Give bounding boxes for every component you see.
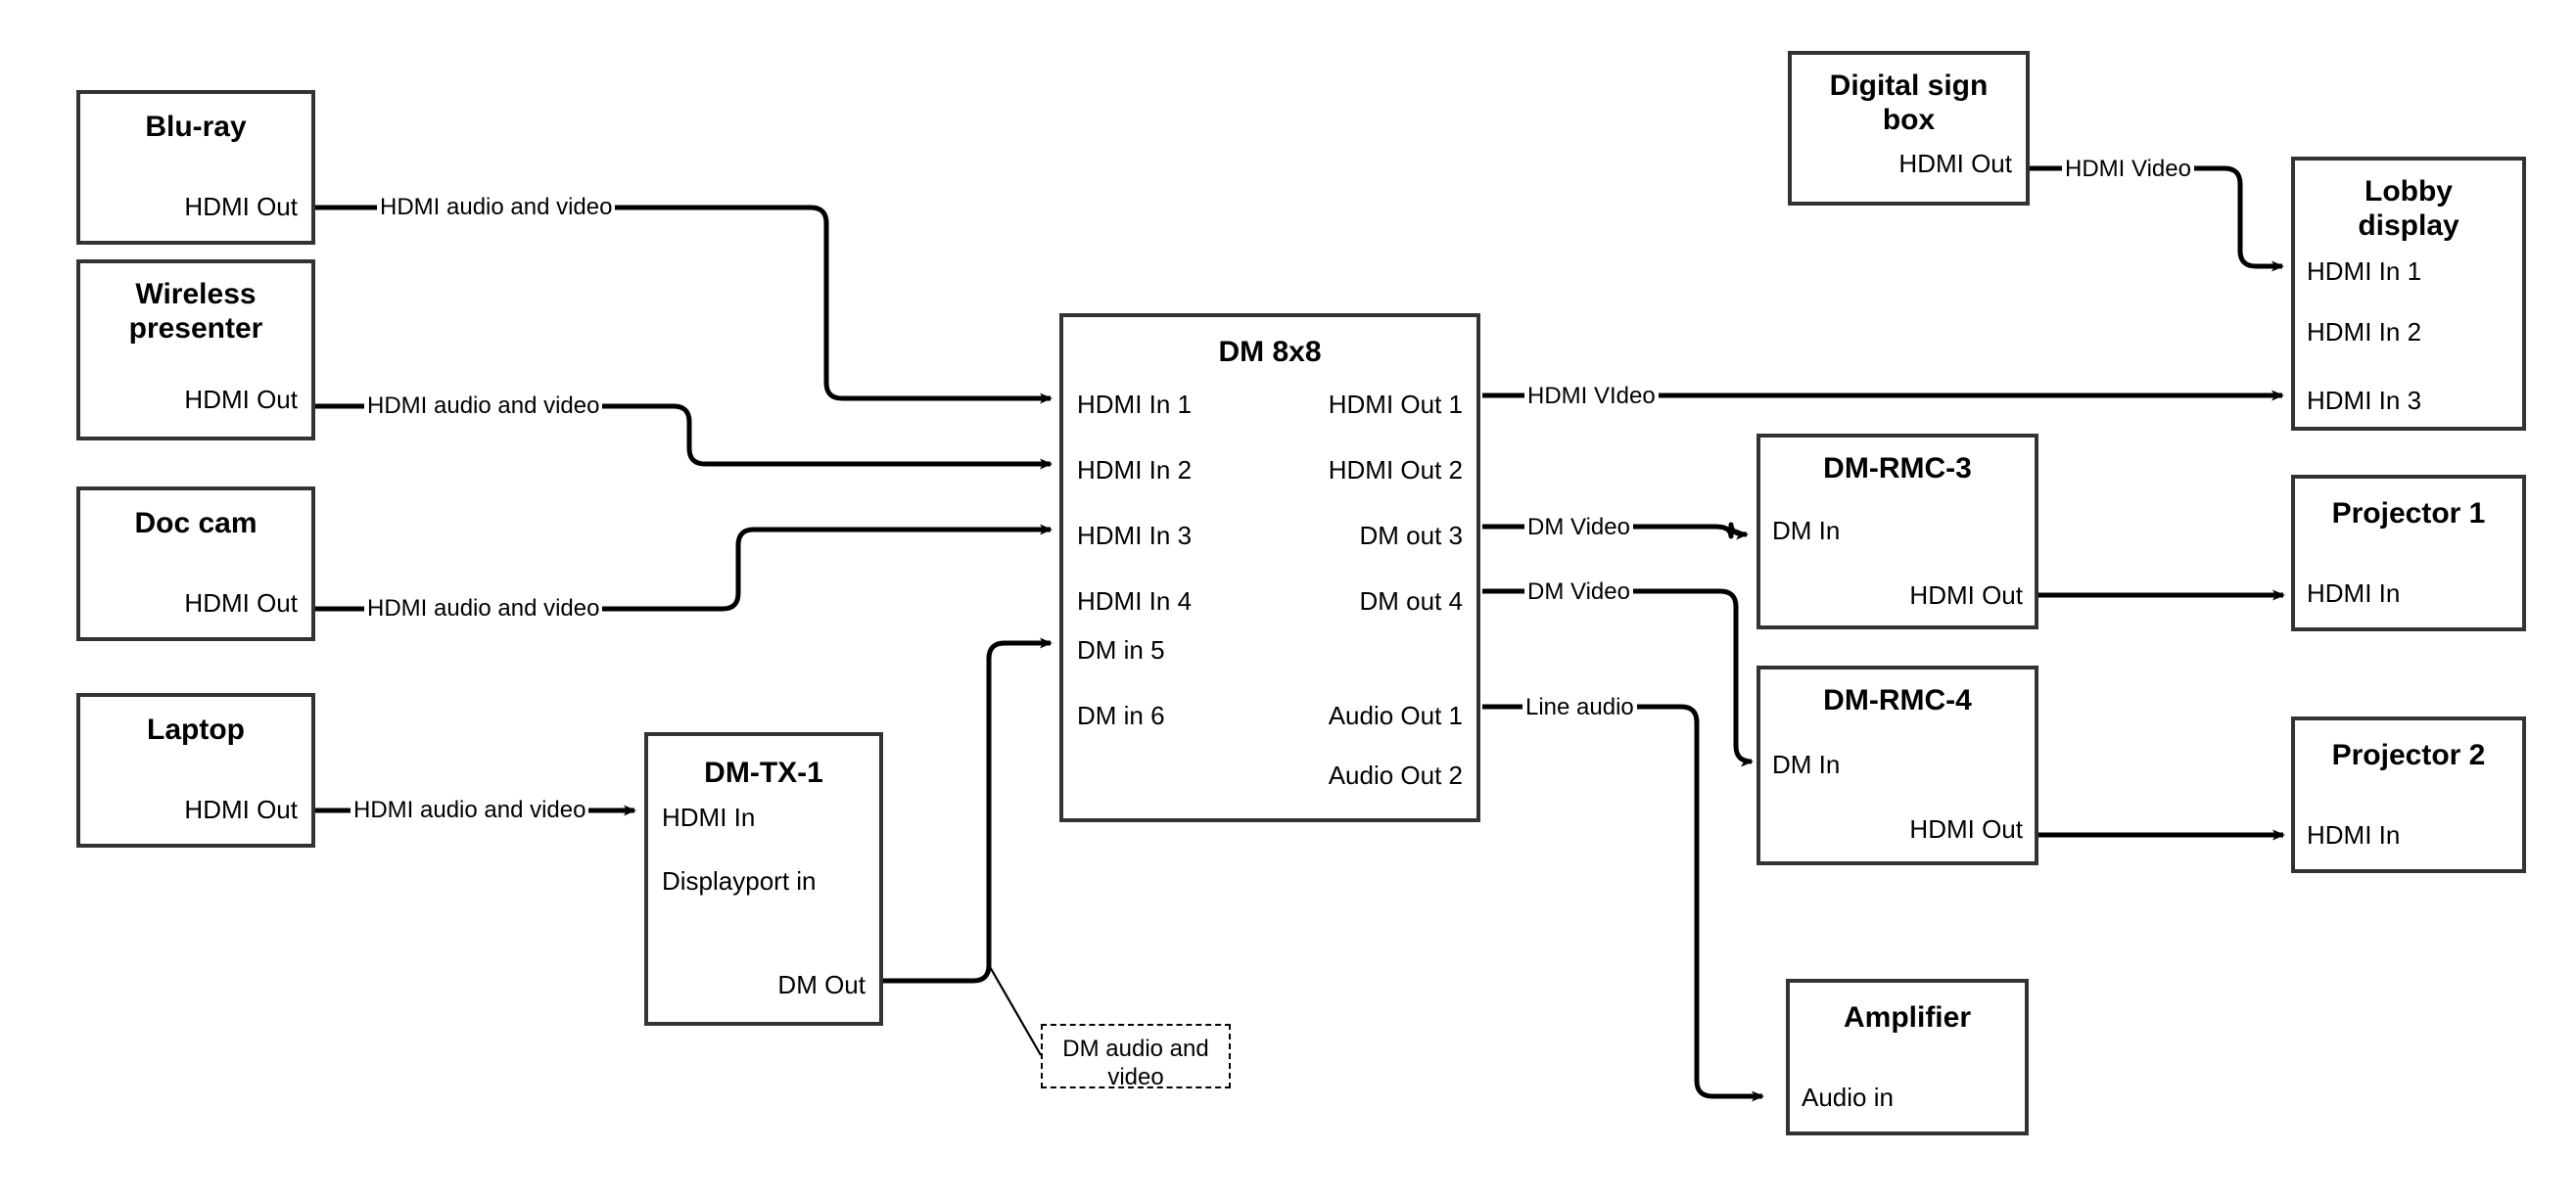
node-wireless-presenter[interactable]: Wireless presenter HDMI Out bbox=[76, 259, 315, 440]
leader-line-dm-note bbox=[988, 964, 1042, 1056]
port-dm-8x8-audio-out-1[interactable]: Audio Out 1 bbox=[1328, 701, 1463, 730]
node-projector-1[interactable]: Projector 1 HDMI In bbox=[2291, 475, 2526, 631]
wire-label-doc-cam: HDMI audio and video bbox=[364, 597, 603, 621]
port-dm-8x8-hdmi-in-2[interactable]: HDMI In 2 bbox=[1077, 455, 1193, 485]
port-lobby-display-hdmi-in-2[interactable]: HDMI In 2 bbox=[2307, 317, 2422, 346]
wire-label-blu-ray: HDMI audio and video bbox=[377, 196, 616, 219]
node-title-blu-ray: Blu-ray bbox=[145, 111, 247, 143]
port-dm-8x8-dm-in-5[interactable]: DM in 5 bbox=[1077, 635, 1165, 665]
node-blu-ray[interactable]: Blu-ray HDMI Out bbox=[76, 90, 315, 245]
node-title-doc-cam: Doc cam bbox=[134, 507, 258, 539]
node-lobby-display[interactable]: Lobby display HDMI In 1 HDMI In 2 HDMI I… bbox=[2291, 157, 2526, 431]
port-laptop-hdmi-out[interactable]: HDMI Out bbox=[184, 795, 298, 824]
wire-label-hdmi-out1: HDMI VIdeo bbox=[1524, 385, 1659, 408]
port-dm-tx-1-hdmi-in[interactable]: HDMI In bbox=[662, 803, 756, 832]
node-laptop[interactable]: Laptop HDMI Out bbox=[76, 693, 315, 848]
wire-blu-ray-to-dm-in1 bbox=[315, 205, 1053, 404]
node-title-projector-1: Projector 1 bbox=[2331, 497, 2486, 530]
note-text-dm-audio-and-video: DM audio and video bbox=[1062, 1036, 1209, 1090]
port-projector-2-hdmi-in[interactable]: HDMI In bbox=[2307, 820, 2401, 850]
port-dm-rmc-3-hdmi-out[interactable]: HDMI Out bbox=[1909, 580, 2023, 610]
node-title-dm-8x8: DM 8x8 bbox=[1218, 336, 1322, 368]
port-dm-8x8-hdmi-out-2[interactable]: HDMI Out 2 bbox=[1328, 455, 1463, 485]
port-dm-8x8-hdmi-in-1[interactable]: HDMI In 1 bbox=[1077, 390, 1193, 419]
wire-label-dm-out3: DM Video bbox=[1524, 516, 1633, 539]
port-dm-tx-1-displayport-in[interactable]: Displayport in bbox=[662, 866, 817, 896]
wire-label-dm-out4: DM Video bbox=[1524, 580, 1633, 604]
node-title-amplifier: Amplifier bbox=[1843, 1001, 1972, 1034]
node-title-dm-rmc-3: DM-RMC-3 bbox=[1823, 452, 1972, 485]
port-dm-rmc-4-dm-in[interactable]: DM In bbox=[1772, 750, 1841, 779]
wire-label-laptop: HDMI audio and video bbox=[351, 799, 589, 822]
node-title-projector-2: Projector 2 bbox=[2331, 739, 2486, 771]
wire-label-sign-box: HDMI Video bbox=[2062, 158, 2194, 181]
port-dm-8x8-audio-out-2[interactable]: Audio Out 2 bbox=[1328, 761, 1463, 790]
port-dm-8x8-dm-out-4[interactable]: DM out 4 bbox=[1359, 586, 1464, 616]
wire-dm-out4-to-rmc4 bbox=[1482, 588, 1754, 767]
node-dm-rmc-3[interactable]: DM-RMC-3 DM In HDMI Out bbox=[1756, 434, 2038, 629]
node-dm-rmc-4[interactable]: DM-RMC-4 DM In HDMI Out bbox=[1756, 666, 2038, 865]
port-dm-8x8-dm-out-3[interactable]: DM out 3 bbox=[1359, 521, 1464, 550]
node-digital-sign-box[interactable]: Digital sign box HDMI Out bbox=[1788, 51, 2030, 206]
port-doc-cam-hdmi-out[interactable]: HDMI Out bbox=[184, 588, 298, 618]
port-amplifier-audio-in[interactable]: Audio in bbox=[1802, 1083, 1894, 1112]
wire-signbox-to-lobby-in1 bbox=[2030, 165, 2284, 272]
port-digital-sign-box-hdmi-out[interactable]: HDMI Out bbox=[1898, 149, 2012, 178]
wire-label-audio-out1: Line audio bbox=[1522, 696, 1637, 719]
node-projector-2[interactable]: Projector 2 HDMI In bbox=[2291, 716, 2526, 873]
node-title-dm-rmc-4: DM-RMC-4 bbox=[1823, 684, 1972, 716]
port-projector-1-hdmi-in[interactable]: HDMI In bbox=[2307, 578, 2401, 608]
port-dm-8x8-hdmi-out-1[interactable]: HDMI Out 1 bbox=[1328, 390, 1463, 419]
port-dm-8x8-hdmi-in-4[interactable]: HDMI In 4 bbox=[1077, 586, 1193, 616]
node-title-dm-tx-1: DM-TX-1 bbox=[704, 757, 823, 789]
port-dm-tx-1-dm-out[interactable]: DM Out bbox=[777, 970, 866, 999]
port-dm-8x8-dm-in-6[interactable]: DM in 6 bbox=[1077, 701, 1165, 730]
node-dm-tx-1[interactable]: DM-TX-1 HDMI In Displayport in DM Out bbox=[644, 732, 883, 1026]
port-lobby-display-hdmi-in-1[interactable]: HDMI In 1 bbox=[2307, 256, 2422, 286]
port-lobby-display-hdmi-in-3[interactable]: HDMI In 3 bbox=[2307, 386, 2422, 415]
port-dm-8x8-hdmi-in-3[interactable]: HDMI In 3 bbox=[1077, 521, 1193, 550]
port-dm-rmc-4-hdmi-out[interactable]: HDMI Out bbox=[1909, 814, 2023, 844]
node-title-digital-sign-box: Digital sign box bbox=[1829, 69, 1989, 137]
node-doc-cam[interactable]: Doc cam HDMI Out bbox=[76, 486, 315, 641]
wire-audioout1-to-amplifier bbox=[1482, 704, 1764, 1102]
note-dm-audio-and-video: DM audio and video bbox=[1041, 1024, 1231, 1090]
wire-dmtx1-to-dm-in5 bbox=[883, 637, 1053, 984]
node-dm-8x8[interactable]: DM 8x8 HDMI In 1 HDMI In 2 HDMI In 3 HDM… bbox=[1059, 313, 1480, 822]
node-title-wireless-presenter: Wireless presenter bbox=[128, 278, 263, 346]
wire-label-wireless: HDMI audio and video bbox=[364, 394, 603, 418]
node-title-laptop: Laptop bbox=[147, 714, 245, 746]
node-amplifier[interactable]: Amplifier Audio in bbox=[1786, 979, 2029, 1135]
node-title-lobby-display: Lobby display bbox=[2358, 175, 2459, 243]
port-blu-ray-hdmi-out[interactable]: HDMI Out bbox=[184, 192, 298, 221]
port-wireless-presenter-hdmi-out[interactable]: HDMI Out bbox=[184, 385, 298, 414]
port-dm-rmc-3-dm-in[interactable]: DM In bbox=[1772, 516, 1841, 545]
